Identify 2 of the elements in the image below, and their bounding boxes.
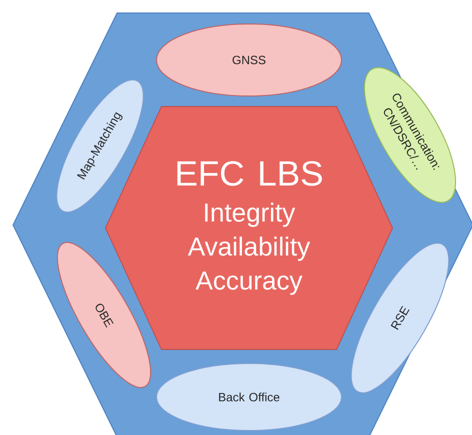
oval: GNSS — [156, 23, 342, 96]
oval: Back Office — [156, 362, 342, 431]
